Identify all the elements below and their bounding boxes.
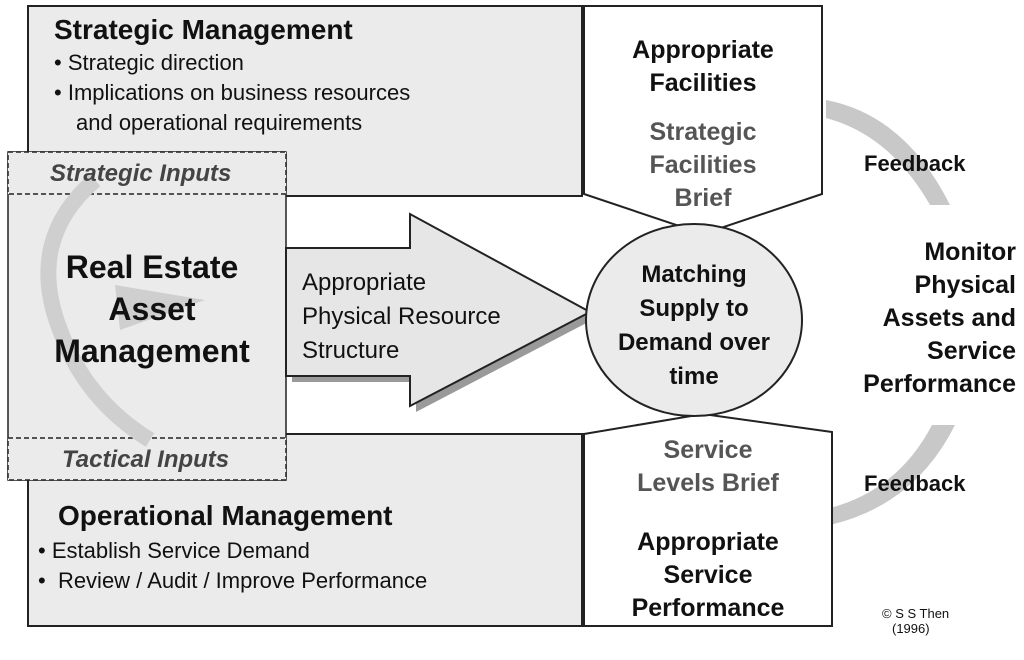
matching-line-3: Demand over: [617, 329, 771, 356]
monitor-line-1: Monitor: [924, 238, 1016, 266]
service-performance-line-3: Performance: [631, 594, 785, 622]
appropriate-service-performance: Appropriate Service Performance: [584, 526, 832, 625]
appropriate-facilities-title: Appropriate Facilities: [584, 34, 822, 100]
tactical-inputs-label: Tactical Inputs: [62, 446, 230, 473]
copyright-line-2: (1996): [892, 621, 930, 636]
matching-supply-ellipse: [585, 223, 803, 417]
matching-text: Matching Supply to Demand over time: [588, 258, 800, 394]
strategic-bullet-2-cont: and operational requirements: [76, 110, 363, 135]
real-estate-line-1: Real Estate: [65, 249, 239, 285]
arrow-text: Appropriate Physical Resource Structure: [302, 266, 501, 368]
strategic-bullet-1: • Strategic direction: [54, 50, 244, 75]
feedback-label-bottom: Feedback: [864, 471, 966, 496]
operational-management-title: Operational Management: [58, 500, 393, 531]
strategic-inputs-box: [7, 151, 287, 195]
resource-arrow: [285, 212, 593, 408]
strategic-inputs-label: Strategic Inputs: [50, 160, 232, 187]
operational-bullet-2: • Review / Audit / Improve Performance: [38, 568, 428, 593]
appropriate-service-box: [583, 412, 833, 627]
strategic-management-title: Strategic Management: [54, 14, 353, 45]
arrow-text-line-1: Appropriate: [302, 269, 427, 296]
service-levels-brief: Service Levels Brief: [584, 434, 832, 500]
real-estate-swoosh: [40, 173, 155, 447]
real-estate-line-3: Management: [54, 333, 250, 369]
service-levels-line-1: Service: [663, 436, 753, 464]
facilities-title-line-2: Facilities: [649, 69, 757, 97]
arrow-text-line-2: Physical Resource: [302, 303, 501, 330]
facilities-brief-line-2: Facilities: [649, 151, 757, 179]
service-levels-line-2: Levels Brief: [637, 469, 779, 497]
arrow-text-line-3: Structure: [302, 337, 400, 364]
facilities-title-line-1: Appropriate: [632, 36, 774, 64]
monitor-text: Monitor Physical Assets and Service Perf…: [824, 236, 1016, 401]
feedback-label-top: Feedback: [864, 151, 966, 176]
operational-bullet-1-text: Establish Service Demand: [51, 538, 310, 563]
service-performance-line-1: Appropriate: [637, 528, 779, 556]
appropriate-facilities-box: [583, 5, 823, 236]
strategic-bullet-2: • Implications on business resources: [54, 80, 411, 105]
facilities-brief-line-3: Brief: [674, 184, 732, 212]
strategic-bullet-2-text: Implications on business resources: [67, 80, 411, 105]
matching-line-1: Matching: [641, 261, 747, 288]
feedback-swoosh-top: [826, 100, 950, 205]
matching-line-4: time: [669, 363, 719, 390]
real-estate-swoosh-head: [115, 285, 205, 330]
strategic-facilities-brief: Strategic Facilities Brief: [584, 116, 822, 215]
monitor-line-5: Performance: [863, 370, 1016, 398]
monitor-line-3: Assets and: [882, 304, 1016, 332]
strategic-bullet-1-text: Strategic direction: [67, 50, 244, 75]
feedback-swoosh-bottom: [830, 425, 955, 525]
operational-bullet-2-text: Review / Audit / Improve Performance: [57, 568, 428, 593]
copyright: © S S Then (1996): [882, 606, 949, 636]
real-estate-line-2: Asset: [108, 291, 196, 327]
service-performance-line-2: Service: [663, 561, 753, 589]
tactical-inputs-box: [7, 437, 287, 481]
real-estate-title: Real Estate Asset Management: [8, 246, 296, 372]
monitor-line-2: Physical: [914, 271, 1016, 299]
matching-line-2: Supply to: [639, 295, 749, 322]
copyright-line-1: © S S Then: [882, 606, 950, 621]
operational-bullet-1: • Establish Service Demand: [38, 538, 310, 563]
facilities-brief-line-1: Strategic: [649, 118, 757, 146]
monitor-line-4: Service: [927, 337, 1016, 365]
